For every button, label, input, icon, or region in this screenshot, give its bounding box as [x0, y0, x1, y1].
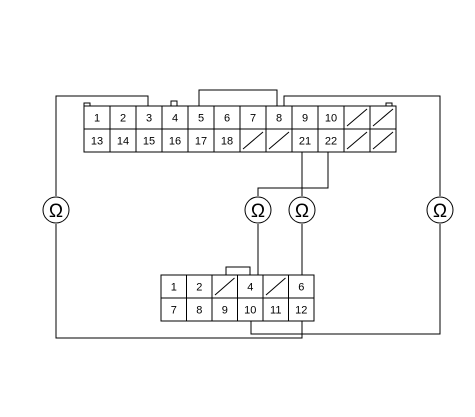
terminal-number: 7: [250, 113, 256, 125]
upper-terminal-8: 8: [265, 105, 293, 130]
wire-center-left-ohmmeter: [257, 152, 329, 278]
upper-terminal-10: 10: [317, 105, 345, 130]
lower-terminal-2: 2: [186, 274, 213, 299]
terminal-number: 8: [196, 305, 202, 317]
upper-connector-latch: [170, 100, 178, 107]
wires: [55, 95, 441, 339]
terminal-number: 4: [172, 113, 178, 125]
terminal-number: 6: [224, 113, 230, 125]
lower-terminal-12: 12: [288, 297, 315, 322]
upper-terminal-18: 18: [213, 128, 241, 153]
terminal-number: 6: [298, 282, 304, 294]
lower-terminal-1: 1: [160, 274, 187, 299]
terminal-number: 1: [94, 113, 100, 125]
terminal-number: 9: [302, 113, 308, 125]
lower-empty-cavity: [211, 274, 238, 299]
ohmmeter-center-right: Ω: [288, 196, 316, 224]
upper-terminal-5: 5: [187, 105, 215, 130]
lower-terminal-10: 10: [237, 297, 264, 322]
terminal-number: 22: [325, 136, 337, 148]
terminal-number: 11: [270, 305, 281, 317]
terminal-number: 5: [198, 113, 204, 125]
upper-terminal-17: 17: [187, 128, 215, 153]
terminal-number: 10: [325, 113, 337, 125]
upper-terminal-1: 1: [83, 105, 111, 130]
upper-terminal-15: 15: [135, 128, 163, 153]
ohmmeter-center-left: Ω: [244, 196, 272, 224]
ohm-symbol: Ω: [433, 201, 447, 222]
ohmmeter-right: Ω: [426, 196, 454, 224]
lower-terminal-7: 7: [160, 297, 187, 322]
terminal-number: 10: [244, 305, 256, 317]
terminal-number: 14: [117, 136, 129, 148]
upper-terminal-4: 4: [161, 105, 189, 130]
upper-terminal-22: 22: [317, 128, 345, 153]
terminal-number: 21: [299, 136, 311, 148]
upper-terminal-21: 21: [291, 128, 319, 153]
lower-terminal-4: 4: [237, 274, 264, 299]
terminal-number: 3: [146, 113, 152, 125]
lower-terminal-9: 9: [211, 297, 238, 322]
terminal-number: 17: [195, 136, 207, 148]
terminal-number: 4: [247, 282, 253, 294]
upper-empty-cavity: [265, 128, 293, 153]
upper-terminal-7: 7: [239, 105, 267, 130]
terminal-number: 12: [295, 305, 307, 317]
upper-terminal-3: 3: [135, 105, 163, 130]
lower-terminal-8: 8: [186, 297, 213, 322]
ohm-symbol: Ω: [295, 201, 309, 222]
upper-terminal-16: 16: [161, 128, 189, 153]
wire-right-ohmmeter: [250, 95, 441, 335]
wire-left-ohmmeter: [55, 95, 303, 339]
ohmmeter-left: Ω: [42, 196, 70, 224]
terminal-number: 1: [171, 282, 177, 294]
terminal-number: 2: [196, 282, 202, 294]
terminal-number: 16: [169, 136, 181, 148]
upper-terminal-13: 13: [83, 128, 111, 153]
lower-empty-cavity: [262, 274, 289, 299]
lower-terminal-6: 6: [288, 274, 315, 299]
upper-empty-cavity: [343, 128, 371, 153]
upper-empty-cavity: [343, 105, 371, 130]
terminal-number: 2: [120, 113, 126, 125]
lower-connector-key: [225, 266, 251, 276]
terminal-number: 9: [222, 305, 228, 317]
upper-connector-key: [198, 89, 278, 106]
terminal-number: 7: [171, 305, 177, 317]
upper-connector: 1 2 3 4 5 6 7 8 9 10 13 14 15 16 17 18 21 22: [83, 89, 397, 153]
lower-terminal-11: 11: [262, 297, 289, 322]
terminal-number: 15: [143, 136, 155, 148]
upper-terminal-6: 6: [213, 105, 241, 130]
upper-terminal-2: 2: [109, 105, 137, 130]
upper-empty-cavity: [369, 128, 397, 153]
upper-empty-cavity: [369, 105, 397, 130]
terminal-number: 13: [91, 136, 103, 148]
terminal-number: 18: [221, 136, 233, 148]
terminal-number: 8: [276, 113, 282, 125]
upper-terminal-9: 9: [291, 105, 319, 130]
ohm-symbol: Ω: [251, 201, 265, 222]
upper-terminal-14: 14: [109, 128, 137, 153]
upper-empty-cavity: [239, 128, 267, 153]
ohm-symbol: Ω: [49, 201, 63, 222]
